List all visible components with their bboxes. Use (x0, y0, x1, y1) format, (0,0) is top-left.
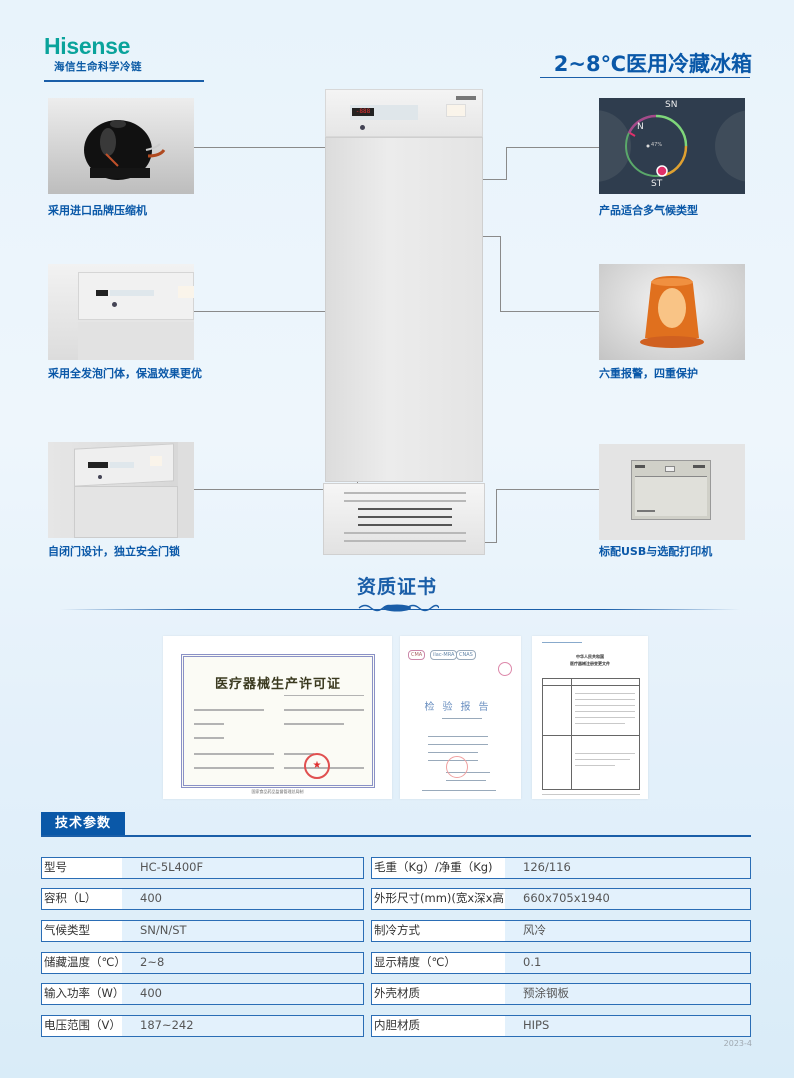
spec-row-liner-material: 内胆材质 HIPS (371, 1015, 751, 1037)
certificates-title: 资质证书 (356, 576, 437, 598)
document-title-line2: 医疗器械注册变更文件 (570, 661, 610, 666)
compressor-image (48, 98, 194, 194)
door-panel-image (48, 264, 194, 360)
door-lock-image (48, 442, 194, 538)
spec-label: 气候类型 (42, 921, 122, 941)
spec-row-cooling-method: 制冷方式 风冷 (371, 920, 751, 942)
connector-line (500, 311, 599, 312)
spec-row-input-power: 输入功率（W） 400 (41, 983, 364, 1005)
connector-line (496, 489, 599, 490)
red-seal-icon (446, 756, 468, 778)
spec-label: 储藏温度（℃） (42, 953, 122, 973)
spec-label: 电压范围（V） (42, 1016, 122, 1036)
logo-subtitle: 海信生命科学冷链 (54, 61, 142, 73)
spec-label: 毛重（Kg）/净重（Kg) (372, 858, 505, 878)
spec-value: 400 (140, 891, 162, 905)
brand-plate (456, 96, 476, 100)
spec-value: 660x705x1940 (523, 891, 610, 905)
tech-specs-tab: 技术参数 (41, 812, 125, 836)
spec-value: 预涂钢板 (523, 986, 569, 1000)
display-panel: -888 (350, 105, 418, 120)
spec-value: HC-5L400F (140, 860, 204, 874)
connector-line (500, 236, 501, 311)
alarm-light-image (599, 264, 745, 360)
spec-value: 0.1 (523, 955, 542, 969)
feature-label-compressor: 采用进口品牌压缩机 (48, 204, 147, 217)
spec-row-display-precision: 显示精度（℃） 0.1 (371, 952, 751, 974)
spec-label: 外形尺寸(mm)(宽x深x高) (372, 889, 505, 909)
connector-line (194, 489, 357, 490)
label-sticker (446, 104, 466, 117)
license-footer: 国家食品药品监督管理总局制 (251, 789, 304, 794)
cnas-badge: CNAS (456, 650, 476, 660)
temperature-display: -888 (352, 108, 374, 116)
page-title: 2~8℃医用冷藏冰箱 (553, 52, 752, 76)
spec-label: 型号 (42, 858, 122, 878)
climate-dial-image: SN N ST 47% (599, 98, 745, 194)
spec-row-shell-material: 外壳材质 预涂钢板 (371, 983, 751, 1005)
spec-label: 容积（L） (42, 889, 122, 909)
spec-label: 外壳材质 (372, 984, 505, 1004)
ilac-badge: ilac-MRA (430, 650, 458, 660)
spec-label: 输入功率（W） (42, 984, 122, 1004)
license-title: 医疗器械生产许可证 (214, 677, 341, 692)
printer-image (599, 444, 745, 540)
spec-value: 187~242 (140, 1018, 194, 1032)
feature-label-climate: 产品适合多气候类型 (599, 204, 698, 217)
refrigerator-product-image: -888 (323, 89, 485, 555)
door-lock-icon (360, 125, 365, 130)
header-divider-left (44, 80, 204, 82)
certificate-inspection-report: CMA ilac-MRA CNAS 检验报告 (400, 636, 521, 799)
climate-center-value: 47% (651, 142, 663, 148)
climate-label-n: N (637, 122, 644, 132)
certificate-production-license: 医疗器械生产许可证 ★ 国家食品药品监督管理总局制 (163, 636, 392, 799)
climate-label-st: ST (651, 179, 663, 189)
connector-line (496, 489, 497, 543)
spec-row-model: 型号 HC-5L400F (41, 857, 364, 879)
document-table (542, 678, 640, 790)
certificate-registration-change: 中华人民共和国 医疗器械注册变更文件 (532, 636, 648, 799)
brand-logo: Hisense 海信生命科学冷链 (44, 34, 142, 74)
red-seal-icon: ★ (304, 753, 330, 779)
spec-label: 显示精度（℃） (372, 953, 505, 973)
flourish-ornament (358, 604, 439, 612)
feature-label-printer: 标配USB与选配打印机 (599, 545, 713, 558)
feature-label-door-lock: 自闭门设计，独立安全门锁 (48, 545, 180, 558)
logo-wordmark: Hisense (44, 33, 131, 59)
spec-label: 制冷方式 (372, 921, 505, 941)
document-title-line1: 中华人民共和国 (576, 654, 604, 659)
anniversary-logo (498, 662, 512, 676)
spec-value: HIPS (523, 1018, 550, 1032)
spec-value: 2~8 (140, 955, 165, 969)
header-divider-right (540, 77, 750, 78)
spec-row-voltage-range: 电压范围（V） 187~242 (41, 1015, 364, 1037)
tech-specs-divider (41, 835, 751, 837)
connector-line (506, 147, 507, 180)
spec-value: 126/116 (523, 860, 571, 874)
spec-row-weight: 毛重（Kg）/净重（Kg) 126/116 (371, 857, 751, 879)
spec-row-capacity: 容积（L） 400 (41, 888, 364, 910)
spec-value: 风冷 (523, 923, 546, 937)
spec-value: SN/N/ST (140, 923, 187, 937)
climate-label-sn: SN (665, 100, 678, 110)
report-title: 检验报告 (424, 702, 497, 713)
connector-line (506, 147, 599, 148)
fridge-grille (323, 483, 485, 555)
spec-label: 内胆材质 (372, 1016, 505, 1036)
connector-line (194, 311, 398, 312)
spec-value: 400 (140, 986, 162, 1000)
spec-row-dimensions: 外形尺寸(mm)(宽x深x高) 660x705x1940 (371, 888, 751, 910)
feature-label-foam-door: 采用全发泡门体，保温效果更优 (48, 367, 202, 380)
connector-line (194, 147, 368, 148)
document-version-code: 2023-4 (723, 1039, 752, 1048)
control-panel: -888 (325, 89, 483, 137)
feature-label-alarm: 六重报警，四重保护 (599, 367, 698, 380)
spec-row-climate-type: 气候类型 SN/N/ST (41, 920, 364, 942)
spec-row-storage-temp: 储藏温度（℃） 2~8 (41, 952, 364, 974)
fridge-door (325, 137, 483, 482)
cma-badge: CMA (408, 650, 426, 660)
